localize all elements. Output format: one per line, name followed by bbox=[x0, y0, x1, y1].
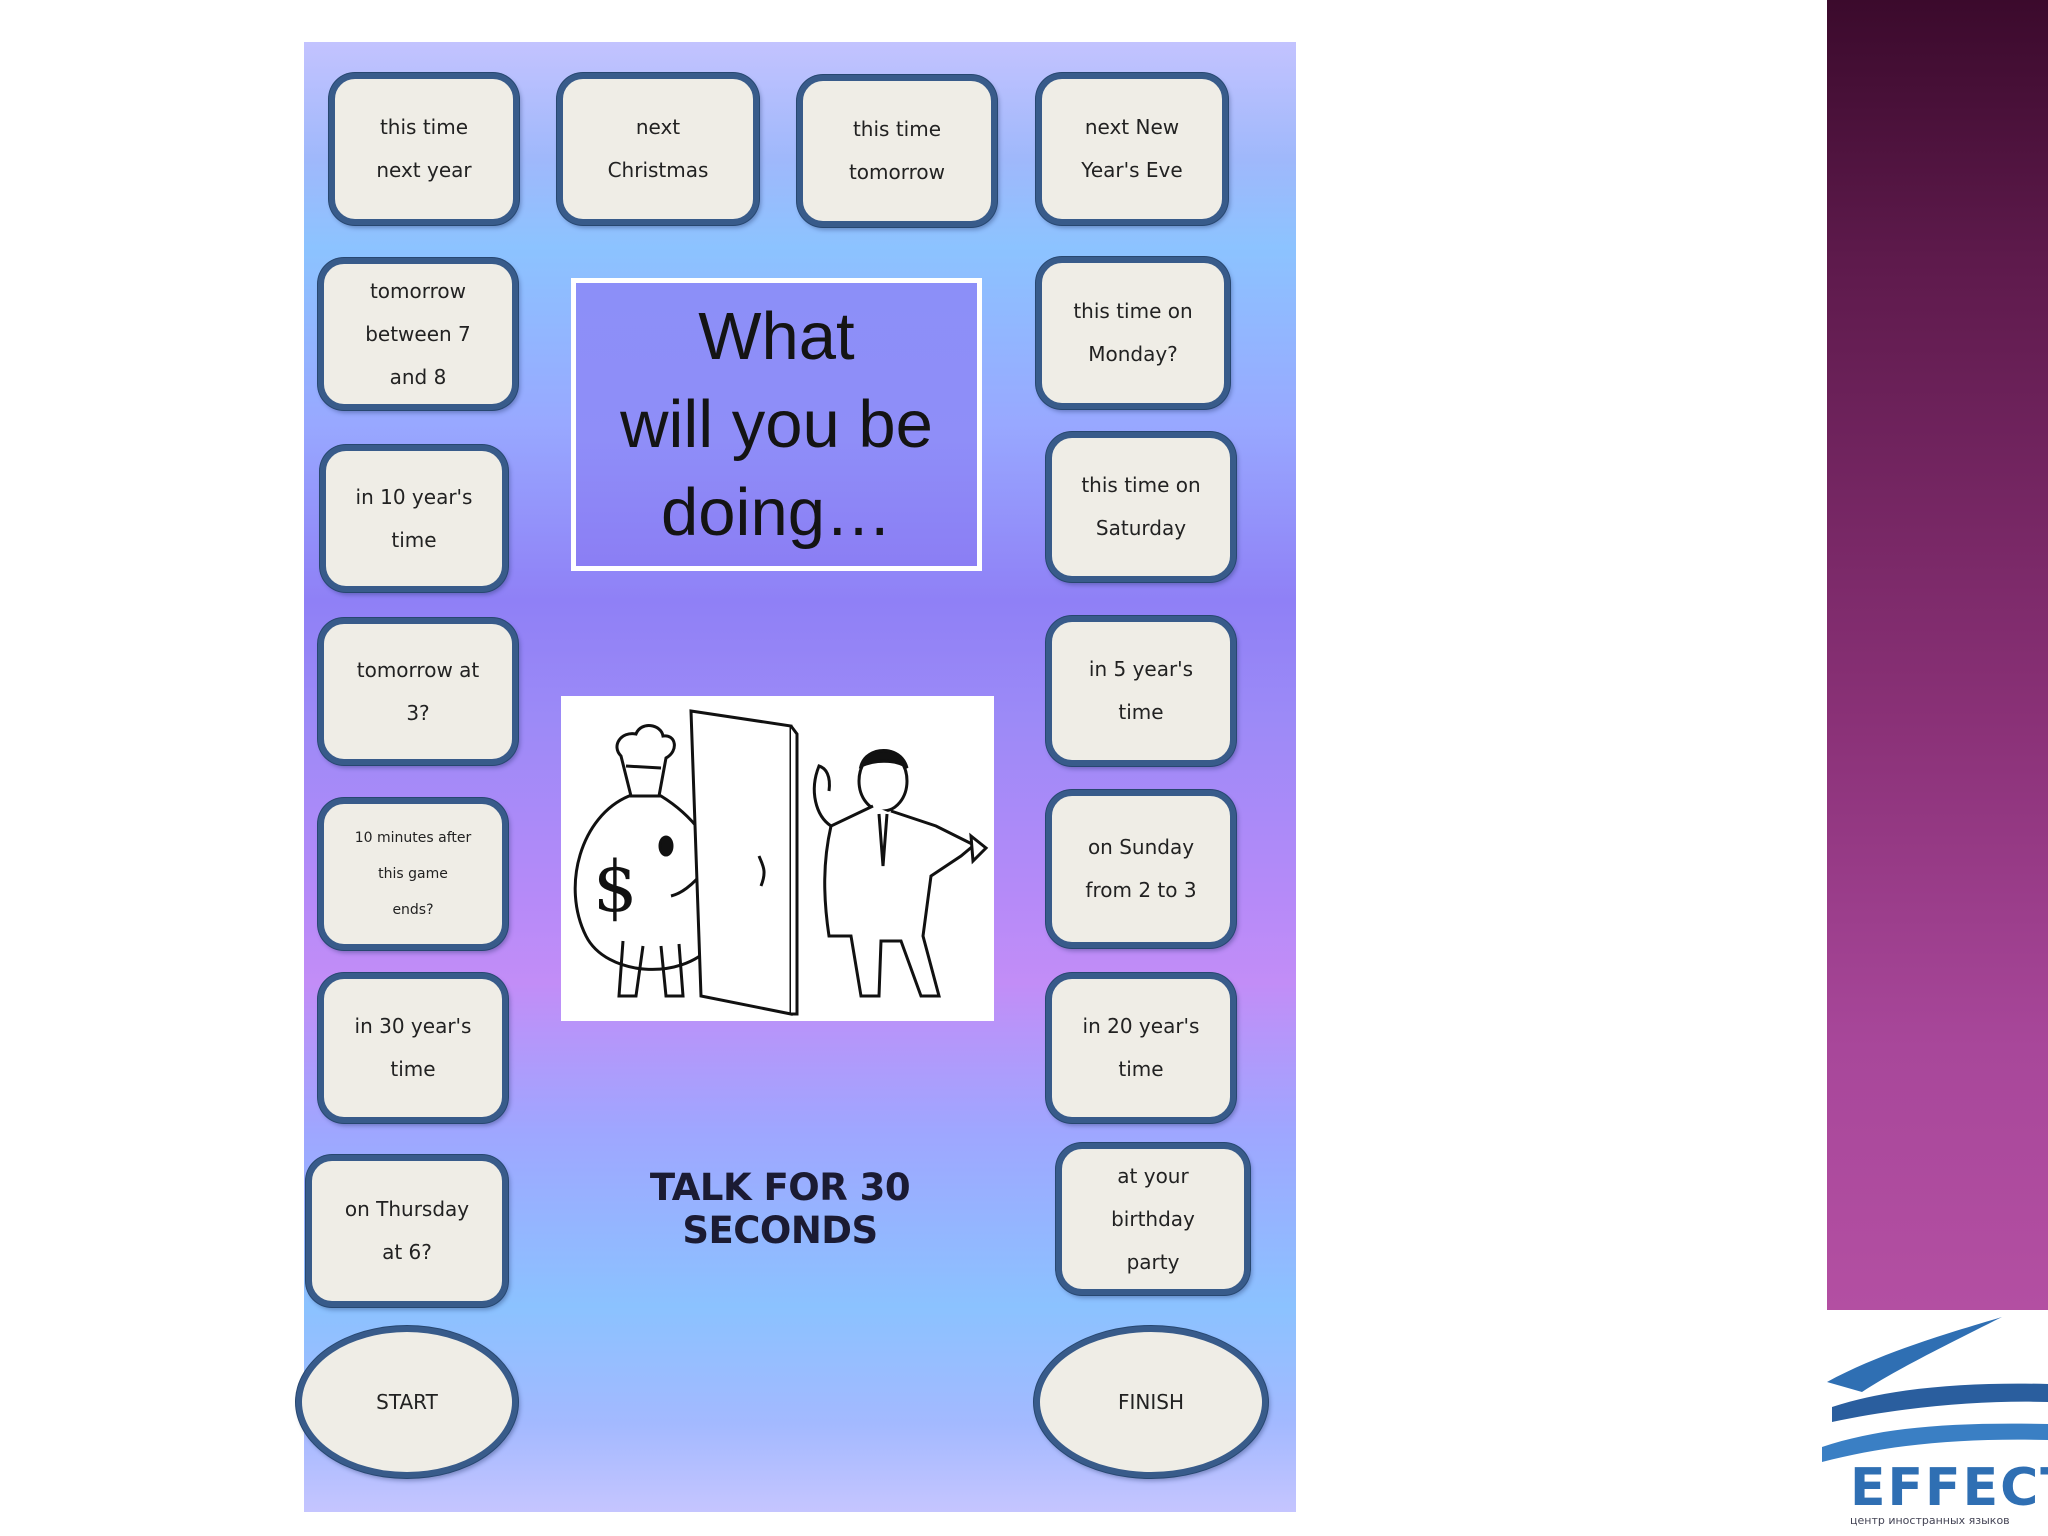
square-this-time-on-monday: this time on Monday? bbox=[1036, 257, 1230, 409]
title-line-1: What bbox=[698, 298, 855, 374]
square-on-thursday-at-6: on Thursday at 6? bbox=[306, 1155, 508, 1307]
logo-name: EFFECT bbox=[1850, 1458, 2048, 1518]
square-tomorrow-between-7-and-8: tomorrow between 7 and 8 bbox=[318, 258, 518, 410]
title-line-3: doing… bbox=[661, 474, 892, 550]
door-icon bbox=[689, 709, 799, 1016]
square-in-20-years-time: in 20 year's time bbox=[1046, 973, 1236, 1123]
square-this-time-on-saturday: this time on Saturday bbox=[1046, 432, 1236, 582]
square-on-sunday-from-2-to-3: on Sunday from 2 to 3 bbox=[1046, 790, 1236, 948]
logo-tagline: центр иностранных языков bbox=[1850, 1514, 2010, 1527]
illustration-drawing: $ bbox=[573, 709, 989, 1016]
man-listening-icon bbox=[812, 749, 989, 998]
square-this-time-next-year: this time next year bbox=[329, 73, 519, 225]
square-in-10-years-time: in 10 year's time bbox=[320, 445, 508, 592]
square-next-christmas: next Christmas bbox=[557, 73, 759, 225]
illustration: $ bbox=[561, 696, 994, 1021]
side-panel bbox=[1827, 0, 2048, 1310]
logo-swoosh bbox=[1822, 1317, 2048, 1462]
square-tomorrow-at-3: tomorrow at 3? bbox=[318, 618, 518, 765]
finish-oval: FINISH bbox=[1034, 1326, 1268, 1478]
square-in-30-years-time: in 30 year's time bbox=[318, 973, 508, 1123]
square-next-new-years-eve: next New Year's Eve bbox=[1036, 73, 1228, 225]
square-in-5-years-time: in 5 year's time bbox=[1046, 616, 1236, 766]
square-this-time-tomorrow: this time tomorrow bbox=[797, 75, 997, 227]
square-at-your-birthday-party: at your birthday party bbox=[1056, 1143, 1250, 1295]
square-10-minutes-after-game: 10 minutes after this game ends? bbox=[318, 798, 508, 950]
title-line-2: will you be bbox=[620, 386, 933, 462]
title-box: What will you be doing… bbox=[571, 278, 982, 571]
start-oval: START bbox=[296, 1326, 518, 1478]
bag-dollar-symbol: $ bbox=[593, 846, 638, 928]
effect-logo-icon bbox=[1822, 1312, 2048, 1536]
talk-for-30-seconds-text: TALK FOR 30 SECONDS bbox=[649, 1166, 911, 1252]
